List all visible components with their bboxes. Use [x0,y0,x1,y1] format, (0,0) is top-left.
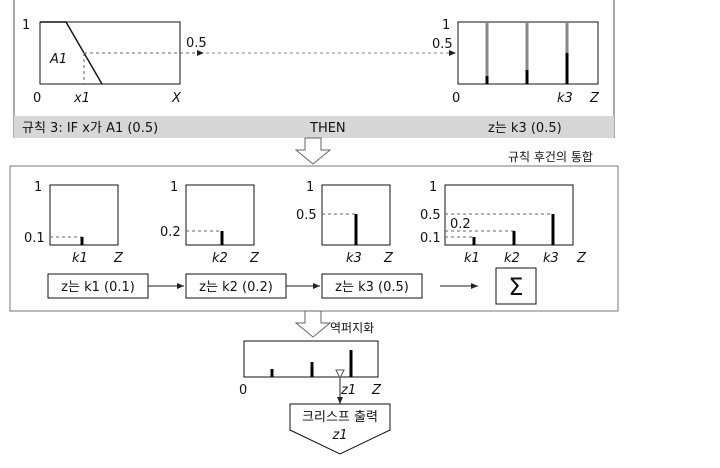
crisp-output-line1: 크리스프 출력 [302,410,378,425]
aggregate-k2-tick: k2 [504,251,520,266]
defuzz-graph: 0 z1 Z [239,340,382,398]
graph2-z-axis: Z [249,251,260,266]
set-label-a1: A1 [49,52,67,67]
centroid-marker [335,369,345,380]
left-level-label: 0.5 [186,36,207,51]
aggregate-level-label-2: 0.2 [450,217,471,232]
rule-panel: 규칙 3: IF x가 A1 (0.5) THEN z는 k3 (0.5) 1 … [13,0,615,138]
aggregate-z-axis: Z [576,251,587,266]
consequent-graph: 1 0.5 0 k3 Z [432,18,600,106]
membership-curve-a1 [40,21,103,85]
consequent-origin: 0 [452,91,460,106]
combine-graph-2: 1 0.2 k2 Z [160,180,260,266]
antecedent-graph: 1 A1 0 x1 X 0.5 [22,18,207,106]
crisp-output-line2: z1 [331,428,347,443]
sum-symbol: Σ [508,273,523,301]
graph2-level-label: 0.2 [160,225,181,240]
z-axis-label: Z [589,91,600,106]
aggregate-k1-tick: k1 [464,251,480,266]
down-arrow-defuzz [294,310,332,338]
graph3-k-tick: k3 [346,251,362,266]
graph2-y-top: 1 [170,180,178,195]
aggregate-level-label-3: 0.1 [420,231,441,246]
graph1-k-tick: k1 [72,251,88,266]
defuzz-z-axis: Z [371,383,382,398]
defuzz-origin: 0 [239,383,247,398]
down-arrow-combine [294,137,332,165]
aggregate-frame [444,184,574,246]
sum-box [495,267,537,305]
combine-graph-1: 1 0.1 k1 Z [24,180,124,266]
then-text: THEN [309,121,346,136]
k3-tick-label: k3 [557,91,573,106]
graph1-level-label: 0.1 [24,231,45,246]
conclusion-text: z는 k3 (0.5) [488,121,562,136]
combine-title: 규칙 후건의 통합 [508,150,593,164]
consequent-y-top: 1 [442,18,450,33]
consequent-box-1-text: z는 k1 (0.1) [61,280,135,295]
combine-panel: 규칙 후건의 통합 1 0.1 k1 Z 1 0.2 k2 Z 1 [9,150,619,312]
antecedent-y-top: 1 [22,18,30,33]
rule-strip [14,116,614,138]
consequent-box-2-text: z는 k2 (0.2) [199,280,273,295]
consequent-box-2 [185,273,287,299]
consequent-box-1 [47,273,149,299]
graph1-z-axis: Z [113,251,124,266]
graph2-frame [185,184,255,246]
graph3-level-label: 0.5 [296,208,317,223]
x1-tick-label: x1 [73,91,90,106]
aggregate-level-label-1: 0.5 [420,208,441,223]
aggregate-y-top: 1 [429,180,437,195]
defuzz-label: 역퍼지화 [330,321,374,335]
combine-graph-3: 1 0.5 k3 Z [296,180,394,266]
crisp-output-shape [289,403,391,455]
graph1-frame [49,184,119,246]
rule-text: 규칙 3: IF x가 A1 (0.5) [22,121,158,136]
x-axis-label: X [171,91,182,106]
consequent-box-3 [321,273,423,299]
aggregate-k3-tick: k3 [543,251,559,266]
graph3-y-top: 1 [306,180,314,195]
consequent-box-3-text: z는 k3 (0.5) [335,280,409,295]
graph2-k-tick: k2 [212,251,228,266]
antecedent-origin: 0 [33,91,41,106]
right-level-label: 0.5 [432,37,453,52]
graph3-z-axis: Z [383,251,394,266]
defuzz-z1-tick: z1 [340,383,356,398]
graph1-y-top: 1 [34,180,42,195]
aggregate-graph: 1 0.5 0.2 0.1 k1 k2 k3 Z [420,180,587,266]
